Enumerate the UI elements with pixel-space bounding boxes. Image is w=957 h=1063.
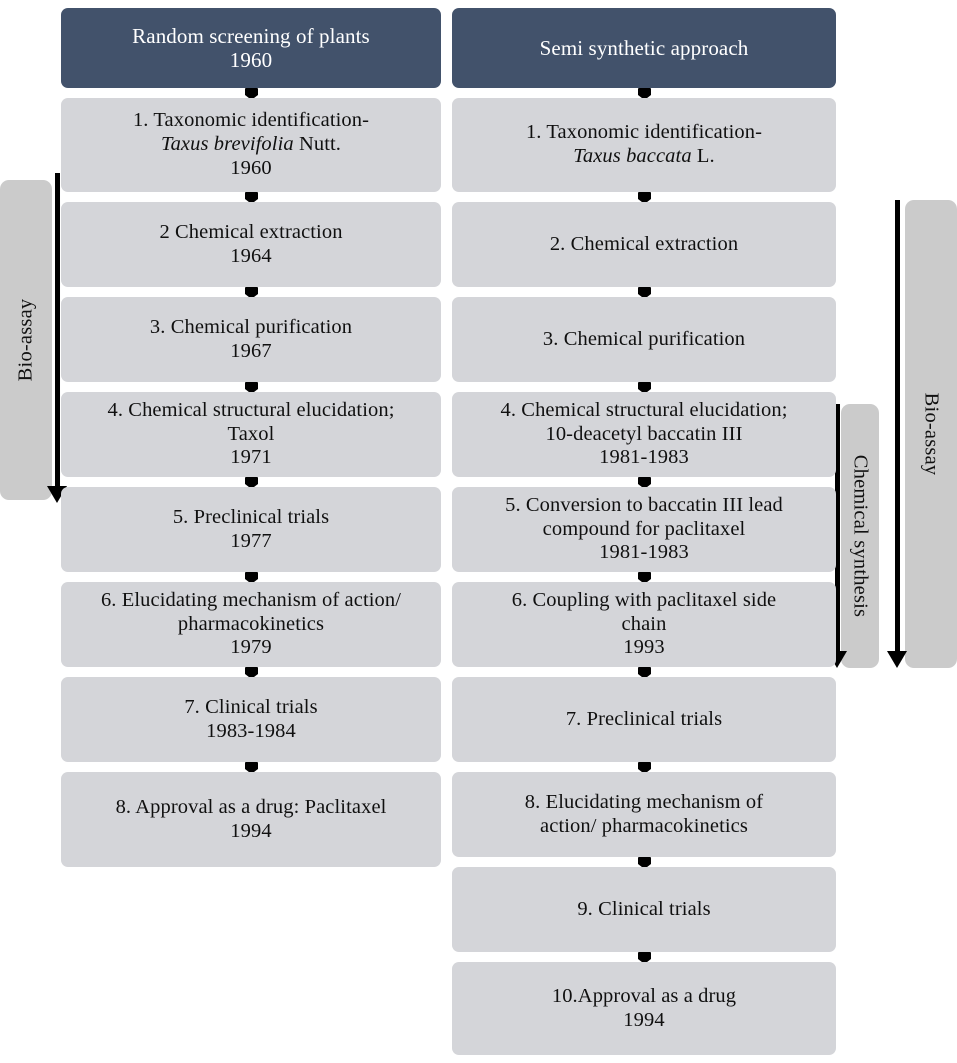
step-right-9: 9. Clinical trials bbox=[452, 867, 836, 952]
step-left-6: 6. Elucidating mechanism of action/pharm… bbox=[61, 582, 441, 667]
connector-right-4 bbox=[638, 477, 651, 489]
connector-left-6 bbox=[245, 667, 258, 679]
connector-right-7 bbox=[638, 762, 651, 774]
step-right-2: 2. Chemical extraction bbox=[452, 202, 836, 287]
chemical-synthesis-arrow-line bbox=[835, 404, 840, 653]
step-right-3: 3. Chemical purification bbox=[452, 297, 836, 382]
bioassay-right-arrow-head bbox=[887, 651, 907, 668]
step-right-9-text: 9. Clinical trials bbox=[577, 897, 711, 920]
band-bioassay-right bbox=[905, 200, 957, 668]
connector-left-3 bbox=[245, 382, 258, 394]
step-right-4-text: 4. Chemical structural elucidation;10-de… bbox=[500, 398, 788, 469]
bioassay-left-arrow-line bbox=[55, 173, 60, 488]
step-right-7-text: 7. Preclinical trials bbox=[565, 707, 723, 730]
step-left-6-text: 6. Elucidating mechanism of action/pharm… bbox=[100, 588, 402, 659]
band-chemical-synthesis bbox=[841, 404, 879, 668]
step-right-4: 4. Chemical structural elucidation;10-de… bbox=[452, 392, 836, 477]
band-bioassay-left-label: Bio-assay bbox=[14, 298, 37, 382]
connector-right-9 bbox=[638, 952, 651, 964]
step-left-4-text: 4. Chemical structural elucidation;Taxol… bbox=[107, 398, 395, 469]
connector-right-2 bbox=[638, 287, 651, 299]
step-left-1-text: 1. Taxonomic identification-Taxus brevif… bbox=[132, 109, 370, 179]
step-right-7: 7. Preclinical trials bbox=[452, 677, 836, 762]
step-left-4: 4. Chemical structural elucidation;Taxol… bbox=[61, 392, 441, 477]
connector-right-5 bbox=[638, 572, 651, 584]
band-bioassay-right-label: Bio-assay bbox=[920, 392, 943, 476]
connector-left-4 bbox=[245, 477, 258, 489]
bioassay-right-arrow-line bbox=[895, 200, 900, 653]
connector-right-6 bbox=[638, 667, 651, 679]
connector-left-2 bbox=[245, 287, 258, 299]
step-right-2-text: 2. Chemical extraction bbox=[549, 232, 739, 255]
column-header-semi-synthetic: Semi synthetic approach bbox=[452, 8, 836, 88]
connector-left-1 bbox=[245, 192, 258, 204]
connector-left-0 bbox=[245, 88, 258, 100]
step-left-1: 1. Taxonomic identification-Taxus brevif… bbox=[61, 98, 441, 192]
band-bioassay-left bbox=[0, 180, 52, 500]
column-header-semi-synthetic-text: Semi synthetic approach bbox=[539, 35, 749, 60]
step-right-1: 1. Taxonomic identification-Taxus baccat… bbox=[452, 98, 836, 192]
band-chemical-synthesis-label: Chemical synthesis bbox=[849, 454, 872, 618]
step-right-1-text: 1. Taxonomic identification-Taxus baccat… bbox=[525, 121, 763, 167]
connector-left-5 bbox=[245, 572, 258, 584]
connector-right-1 bbox=[638, 192, 651, 204]
connector-left-7 bbox=[245, 762, 258, 774]
connector-right-0 bbox=[638, 88, 651, 100]
connector-right-8 bbox=[638, 857, 651, 869]
connector-right-3 bbox=[638, 382, 651, 394]
step-right-3-text: 3. Chemical purification bbox=[542, 327, 746, 350]
